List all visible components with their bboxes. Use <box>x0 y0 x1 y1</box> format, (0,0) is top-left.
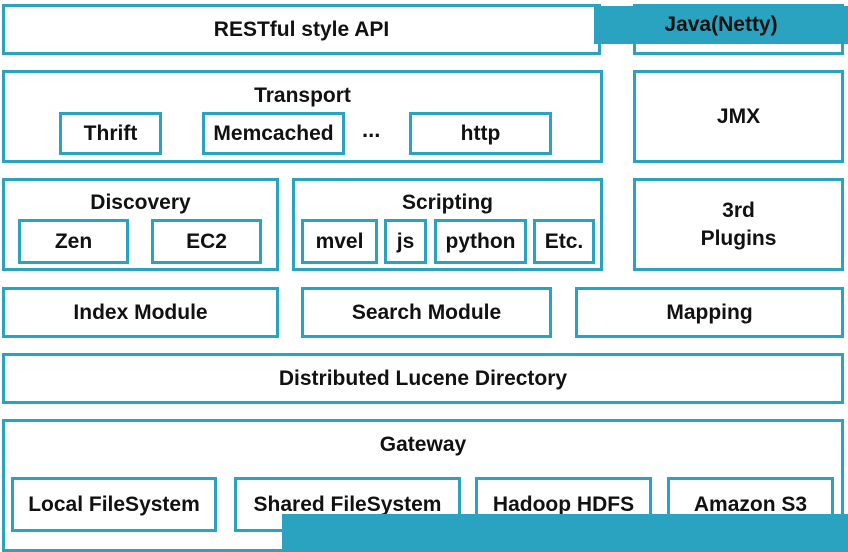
scripting-item-etc-label: Etc. <box>544 229 584 253</box>
lucene-directory-box: Distributed Lucene Directory <box>2 353 844 404</box>
discovery-item-ec2: EC2 <box>151 219 262 264</box>
transport-item-thrift-label: Thrift <box>83 121 138 145</box>
discovery-item-zen: Zen <box>18 219 129 264</box>
gateway-item-hadoop-hdfs-label: Hadoop HDFS <box>492 492 635 516</box>
plugins-label-line1: 3rd <box>722 199 755 223</box>
restful-api-label: RESTful style API <box>213 17 390 41</box>
gateway-item-amazon-s3-label: Amazon S3 <box>693 492 808 516</box>
transport-title: Transport <box>254 84 351 107</box>
jmx-label: JMX <box>716 104 761 128</box>
discovery-item-zen-label: Zen <box>54 229 93 253</box>
gateway-item-shared-fs-label: Shared FileSystem <box>253 492 442 516</box>
gateway-item-local-fs: Local FileSystem <box>11 477 217 532</box>
transport-ellipsis: ... <box>362 117 381 142</box>
scripting-item-mvel: mvel <box>301 219 378 264</box>
scripting-item-etc: Etc. <box>533 219 595 264</box>
scripting-title: Scripting <box>401 191 493 214</box>
scripting-item-mvel-label: mvel <box>315 229 364 253</box>
transport-item-memcached: Memcached <box>202 112 345 155</box>
scripting-item-js-label: js <box>396 229 415 253</box>
lucene-directory-label: Distributed Lucene Directory <box>278 366 568 390</box>
discovery-item-ec2-label: EC2 <box>186 229 227 253</box>
jmx-box: JMX <box>633 70 844 163</box>
mapping-box: Mapping <box>575 287 844 338</box>
scripting-item-python-label: python <box>445 229 516 253</box>
plugins-box: 3rd Plugins <box>633 178 844 271</box>
plugins-label-line2: Plugins <box>700 226 777 250</box>
java-netty-label: Java(Netty) <box>664 13 778 36</box>
discovery-title: Discovery <box>90 191 191 214</box>
restful-api-box: RESTful style API <box>2 4 601 55</box>
scripting-item-js: js <box>384 219 427 264</box>
gateway-item-local-fs-label: Local FileSystem <box>28 492 200 516</box>
transport-item-http: http <box>409 112 552 155</box>
index-module-label: Index Module <box>73 300 208 324</box>
search-module-box: Search Module <box>301 287 552 338</box>
transport-item-thrift: Thrift <box>59 112 162 155</box>
index-module-box: Index Module <box>2 287 279 338</box>
bottom-overlay-band <box>282 514 848 552</box>
gateway-title: Gateway <box>379 433 467 456</box>
search-module-label: Search Module <box>351 300 502 324</box>
transport-item-memcached-label: Memcached <box>213 121 334 145</box>
mapping-label: Mapping <box>666 300 753 324</box>
transport-item-http-label: http <box>460 121 501 145</box>
java-netty-banner: Java(Netty) <box>594 6 848 44</box>
scripting-item-python: python <box>434 219 527 264</box>
